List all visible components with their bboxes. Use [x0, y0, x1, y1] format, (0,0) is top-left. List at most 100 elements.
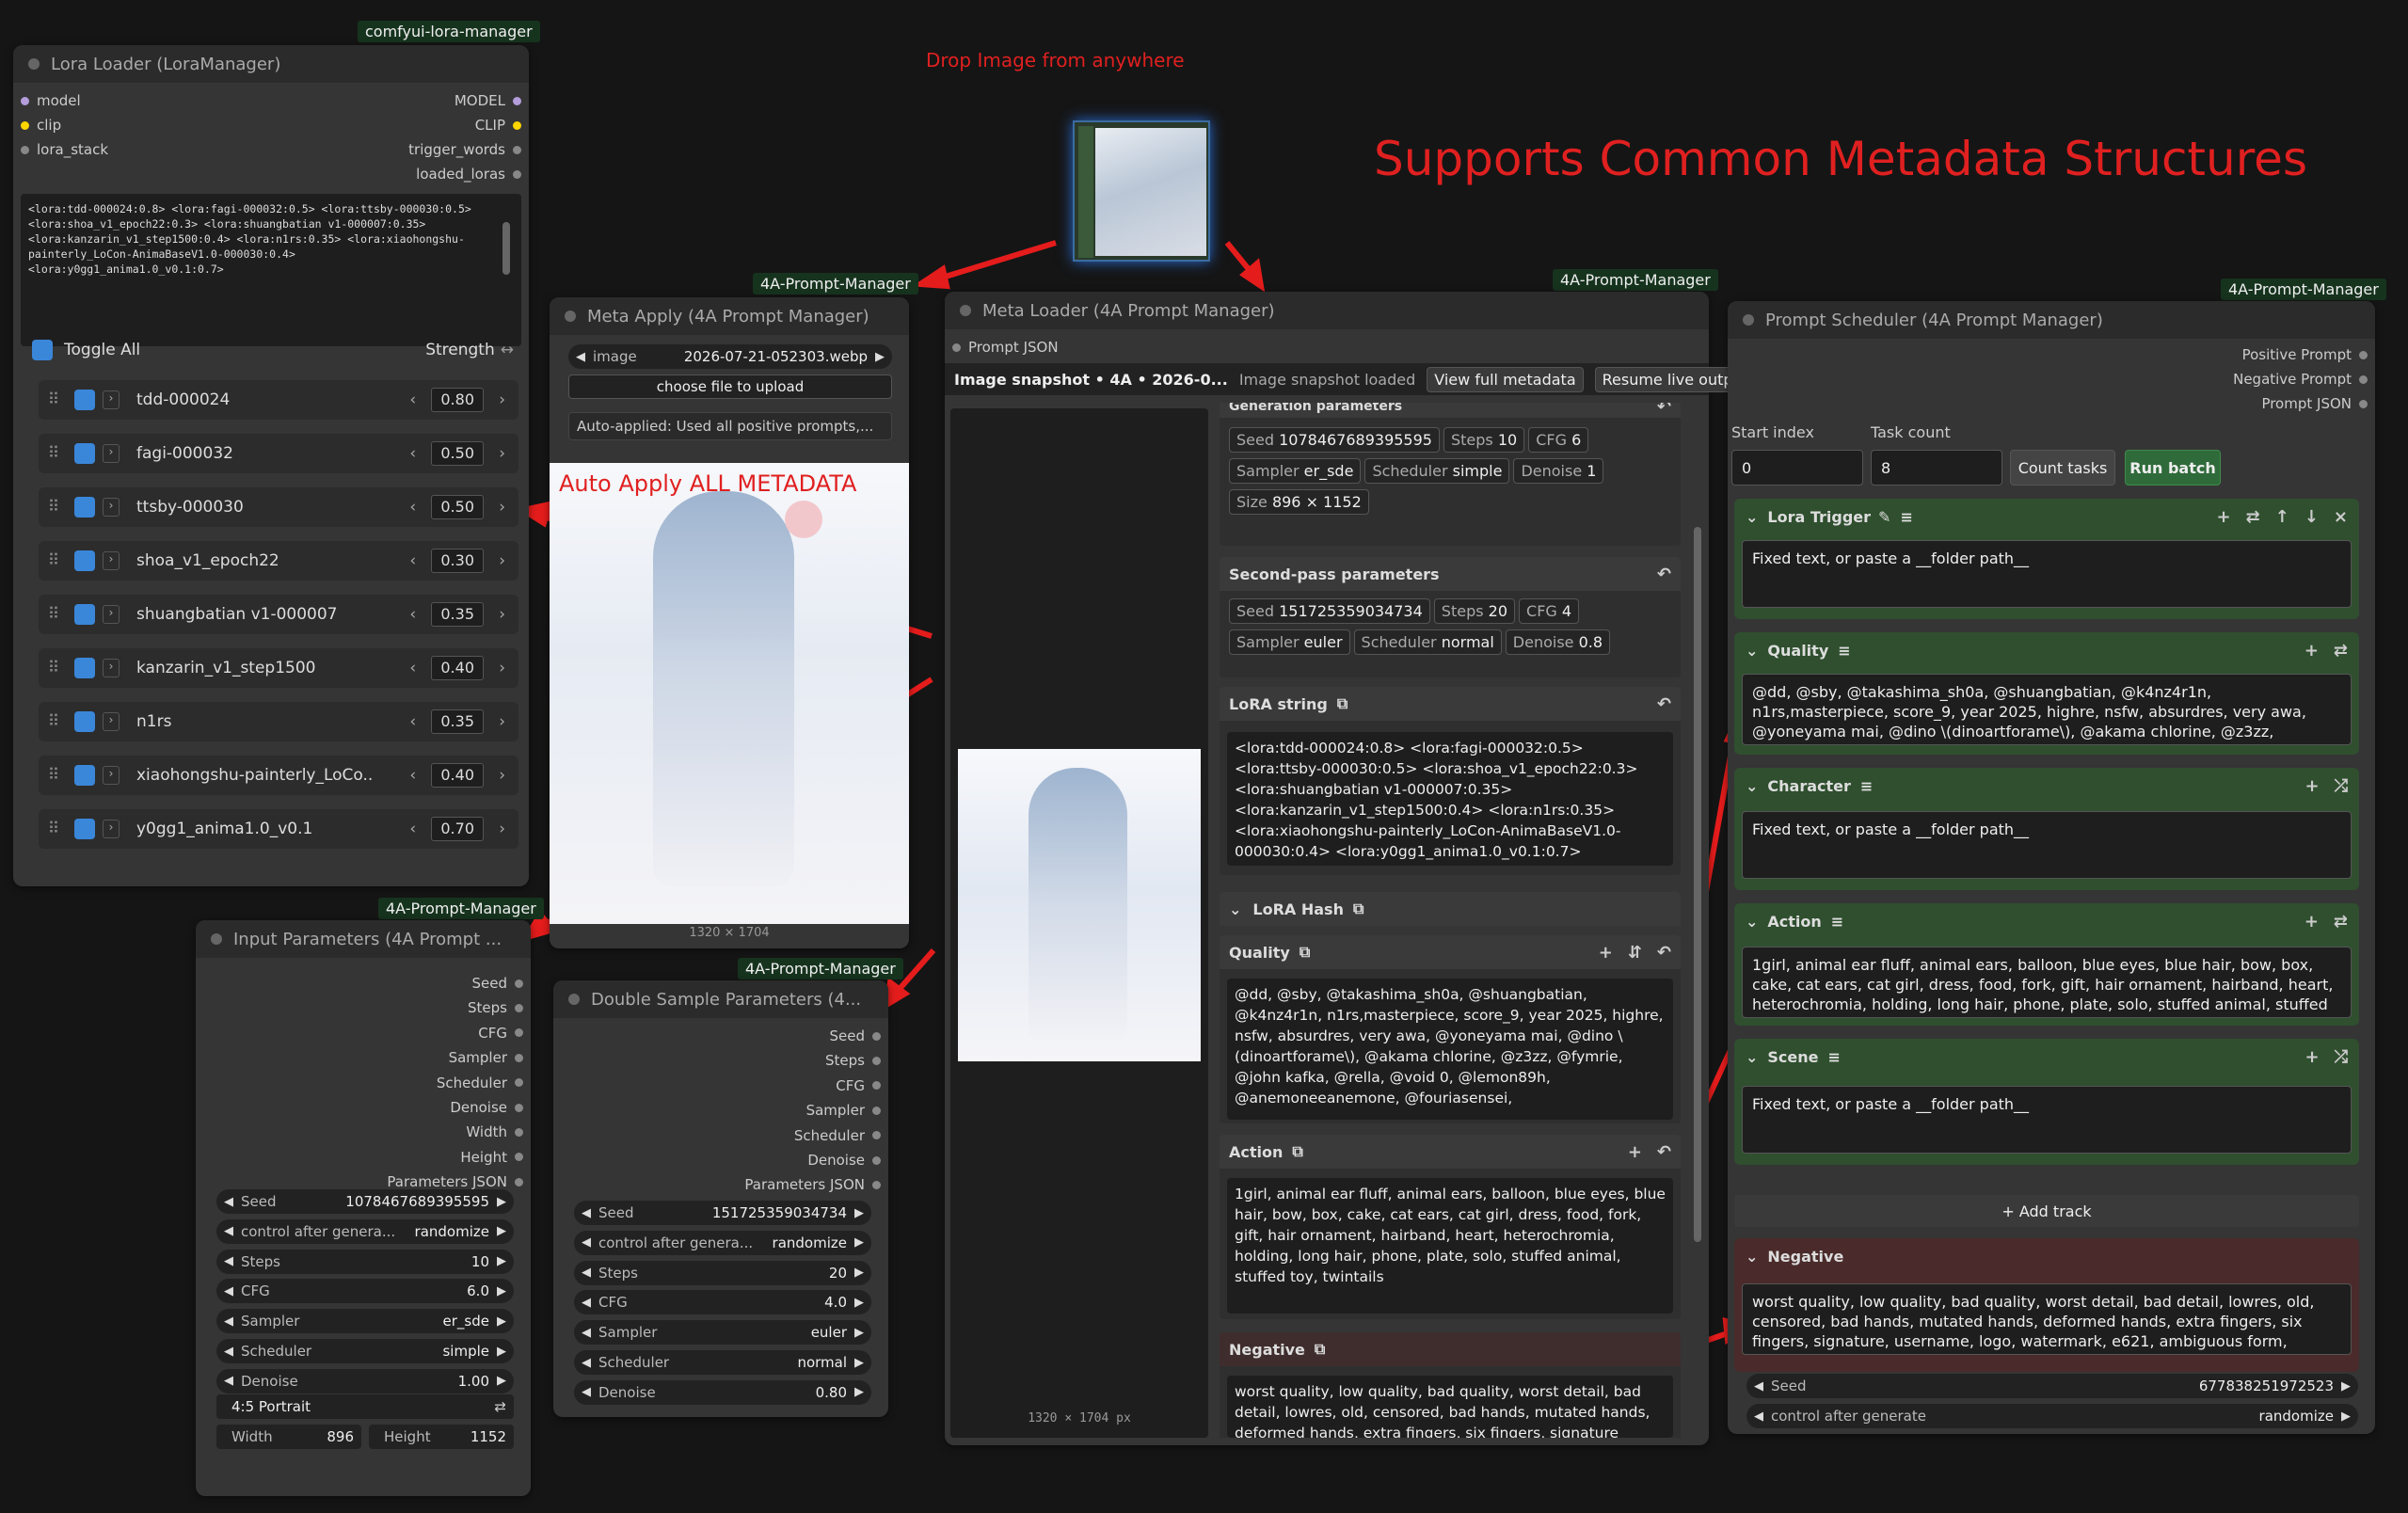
strength-value[interactable]: 0.40: [431, 656, 485, 680]
chevron-down-icon[interactable]: ⌄: [1746, 641, 1759, 660]
plus-icon[interactable]: +: [2304, 640, 2319, 661]
arrow-left-icon[interactable]: ◀: [582, 1205, 591, 1220]
strength-value[interactable]: 0.35: [431, 602, 485, 627]
node-header[interactable]: Input Parameters (4A Prompt ...: [196, 920, 531, 958]
decrease-icon[interactable]: ‹: [409, 605, 417, 624]
arrow-left-icon[interactable]: ◀: [582, 1385, 591, 1400]
chevron-down-icon[interactable]: ⌄: [1746, 507, 1759, 526]
swap-icon[interactable]: ⇄: [2245, 506, 2260, 527]
arrow-right-icon[interactable]: ▶: [497, 1194, 506, 1209]
decrease-icon[interactable]: ‹: [409, 390, 417, 409]
strength-value[interactable]: 0.80: [431, 388, 485, 412]
quality-input[interactable]: @dd, @sby, @takashima_sh0a, @shuangbatia…: [1742, 674, 2352, 745]
arrow-left-icon[interactable]: ◀: [582, 1235, 591, 1250]
drag-handle-icon[interactable]: ⠿: [47, 498, 60, 517]
output-slot[interactable]: Denoise: [807, 1152, 881, 1169]
output-slot[interactable]: Steps: [468, 999, 523, 1016]
decrease-icon[interactable]: ‹: [409, 659, 417, 677]
output-slot[interactable]: CFG: [836, 1077, 881, 1094]
output-slot[interactable]: Height: [460, 1149, 523, 1166]
run-batch-button[interactable]: Run batch: [2125, 450, 2221, 486]
lora-enable-checkbox[interactable]: [74, 711, 95, 732]
list-icon[interactable]: ≡: [1838, 641, 1851, 660]
swap-icon[interactable]: ⇄: [494, 1398, 506, 1415]
param-widget[interactable]: ◀control after genera...randomize▶: [574, 1230, 871, 1255]
drag-handle-icon[interactable]: ⠿: [47, 712, 60, 731]
copy-icon[interactable]: ⧉: [1352, 900, 1364, 917]
output-slot[interactable]: Width: [466, 1123, 523, 1140]
increase-icon[interactable]: ›: [499, 551, 505, 570]
decrease-icon[interactable]: ‹: [409, 766, 417, 785]
increase-icon[interactable]: ›: [499, 820, 505, 838]
lora-item[interactable]: ⠿ › fagi-000032 ‹ 0.50 ›: [39, 434, 518, 473]
chevron-down-icon[interactable]: ⌄: [1746, 776, 1759, 795]
upload-button[interactable]: choose file to upload: [568, 374, 892, 399]
drag-handle-icon[interactable]: ⠿: [47, 605, 60, 624]
plus-icon[interactable]: +: [1598, 942, 1613, 963]
output-slot[interactable]: Steps: [825, 1052, 881, 1069]
collapse-dot-icon[interactable]: [565, 311, 576, 322]
plus-icon[interactable]: +: [2216, 506, 2231, 527]
lora-item[interactable]: ⠿ › shoa_v1_epoch22 ‹ 0.30 ›: [39, 541, 518, 581]
arrow-left-icon[interactable]: ◀: [224, 1224, 233, 1239]
swap-icon[interactable]: ⇄: [2333, 911, 2348, 932]
list-icon[interactable]: ≡: [1859, 776, 1874, 795]
lora-item[interactable]: ⠿ › ttsby-000030 ‹ 0.50 ›: [39, 487, 518, 527]
metadata-panel[interactable]: Generation parameters↶ Seed 107846768939…: [1220, 403, 1681, 1438]
arrow-right-icon[interactable]: ▶: [497, 1314, 506, 1329]
list-icon[interactable]: ≡: [1830, 912, 1844, 931]
decrease-icon[interactable]: ‹: [409, 498, 417, 517]
output-slot[interactable]: Parameters JSON: [387, 1173, 523, 1190]
output-slot[interactable]: Sampler: [806, 1102, 881, 1119]
lora-item[interactable]: ⠿ › xiaohongshu-painterly_LoCo... ‹ 0.40…: [39, 756, 518, 795]
decrease-icon[interactable]: ‹: [409, 551, 417, 570]
swap-icon[interactable]: ⇄: [2333, 640, 2348, 661]
scene-input[interactable]: Fixed text, or paste a __folder path__: [1742, 1086, 2352, 1154]
action-input[interactable]: 1girl, animal ear fluff, animal ears, ba…: [1742, 947, 2352, 1018]
toggle-all-checkbox[interactable]: [32, 340, 53, 360]
dropped-image-thumb[interactable]: [1073, 120, 1210, 262]
output-model[interactable]: MODEL: [454, 92, 521, 109]
output-clip[interactable]: CLIP: [475, 117, 521, 134]
arrow-right-icon[interactable]: ▶: [497, 1374, 506, 1389]
output-slot[interactable]: Denoise: [450, 1099, 523, 1116]
strength-value[interactable]: 0.70: [431, 817, 485, 841]
meta-loader-node[interactable]: Meta Loader (4A Prompt Manager) Prompt J…: [945, 292, 1756, 1445]
plus-icon[interactable]: +: [2304, 911, 2319, 932]
arrow-left-icon[interactable]: ◀: [224, 1314, 233, 1329]
arrow-right-icon[interactable]: ▶: [2341, 1378, 2351, 1394]
output-trigger-words[interactable]: trigger_words: [408, 141, 521, 158]
count-tasks-button[interactable]: Count tasks: [2010, 450, 2115, 486]
lora-item[interactable]: ⠿ › tdd-000024 ‹ 0.80 ›: [39, 380, 518, 420]
decrease-icon[interactable]: ‹: [409, 444, 417, 463]
undo-icon[interactable]: ↶: [1656, 403, 1671, 417]
output-negative-prompt[interactable]: Negative Prompt: [2233, 371, 2368, 388]
arrow-right-icon[interactable]: ▶: [875, 349, 885, 364]
output-slot[interactable]: CFG: [478, 1025, 523, 1042]
lora-enable-checkbox[interactable]: [74, 497, 95, 518]
quality-text[interactable]: @dd, @sby, @takashima_sh0a, @shuangbatia…: [1227, 979, 1673, 1120]
increase-icon[interactable]: ›: [499, 390, 505, 409]
lora-loader-node[interactable]: Lora Loader (LoraManager) model clip lor…: [13, 45, 529, 886]
action-text[interactable]: 1girl, animal ear fluff, animal ears, ba…: [1227, 1178, 1673, 1314]
plus-icon[interactable]: +: [2304, 775, 2320, 796]
increase-icon[interactable]: ›: [499, 444, 505, 463]
output-prompt-json[interactable]: Prompt JSON: [2261, 395, 2368, 412]
arrow-right-icon[interactable]: ▶: [2341, 1409, 2351, 1424]
arrow-down-icon[interactable]: ↓: [2304, 506, 2319, 527]
expand-icon[interactable]: ›: [103, 712, 120, 731]
node-header[interactable]: Prompt Scheduler (4A Prompt Manager): [1728, 301, 2375, 339]
arrow-left-icon[interactable]: ◀: [582, 1266, 591, 1281]
lora-enable-checkbox[interactable]: [74, 658, 95, 678]
output-positive-prompt[interactable]: Positive Prompt: [2242, 346, 2368, 363]
arrow-right-icon[interactable]: ▶: [854, 1235, 864, 1250]
expand-icon[interactable]: ›: [103, 659, 120, 677]
